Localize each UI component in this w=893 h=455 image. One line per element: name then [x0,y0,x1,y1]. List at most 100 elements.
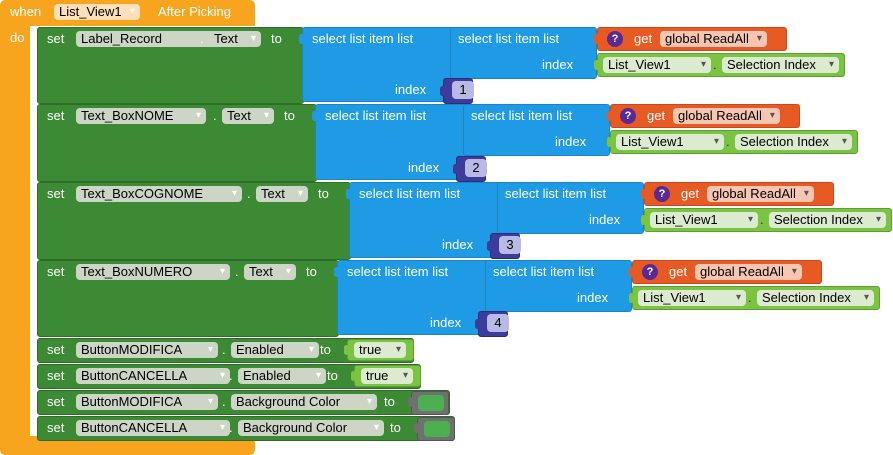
component-dropdown[interactable]: Label_Record [76,31,246,47]
list-view-dropdown[interactable]: List_View1 [638,290,746,306]
component-dropdown[interactable]: Text_BoxNOME [76,108,206,124]
select-list-item-label: select list item list [359,186,461,201]
connector-plug [453,164,458,174]
dot-label: . [229,420,233,435]
event-name-label: After Picking [158,4,231,19]
selection-index-dropdown[interactable]: Selection Index [757,290,874,306]
select-list-item-block-inner[interactable] [463,104,610,156]
component-dropdown[interactable]: Text_BoxNUMERO [76,264,230,280]
connector-plug [299,34,304,44]
property-dropdown[interactable]: Background Color [231,394,377,410]
property-dropdown[interactable]: Text [222,108,274,124]
dot-label: . [200,31,204,46]
connector-plug [641,215,646,225]
connector-plug [440,86,445,96]
select-list-item-block-outer[interactable] [315,104,471,180]
select-list-item-label: select list item list [505,186,607,201]
set-label: set [47,108,65,123]
dot-label: . [748,290,752,305]
connector-plug [475,319,480,329]
to-label: to [318,186,329,201]
connector-plug [607,137,612,147]
list-view-dropdown[interactable]: List_View1 [616,134,724,150]
index-number-field[interactable]: 2 [465,159,487,177]
index-number-field[interactable]: 1 [452,81,474,99]
to-label: to [384,394,395,409]
select-list-item-block-inner[interactable] [485,260,632,312]
index-label: index [555,134,587,149]
set-label: set [47,186,65,201]
property-dropdown[interactable]: Enabled [231,342,319,358]
boolean-dropdown[interactable]: true [354,342,406,358]
do-label: do [10,30,25,45]
property-dropdown[interactable]: Enabled [238,368,326,384]
dot-label: . [760,212,764,227]
list-view-dropdown[interactable]: List_View1 [650,212,758,228]
to-label: to [284,108,295,123]
get-label: get [681,186,700,201]
dot-label: . [247,186,251,201]
index-label: index [395,82,427,97]
selection-index-dropdown[interactable]: Selection Index [769,212,886,228]
connector-plug [344,345,349,355]
selection-index-dropdown[interactable]: Selection Index [722,57,839,73]
color-swatch[interactable] [424,421,450,437]
connector-plug [351,371,356,381]
property-dropdown[interactable]: Text [256,186,308,202]
boolean-dropdown[interactable]: true [361,368,413,384]
event-component-dropdown[interactable]: List_View1 [54,4,140,20]
global-variable-dropdown[interactable]: global ReadAll [707,186,814,202]
set-label: set [47,368,65,383]
connector-plug [641,189,646,199]
select-list-item-label: select list item list [493,264,595,279]
connector-plug [334,267,339,277]
index-label: index [408,160,440,175]
connector-plug [414,423,419,433]
color-swatch[interactable] [418,395,444,411]
set-label: set [47,264,65,279]
component-dropdown[interactable]: ButtonCANCELLA [76,368,230,384]
select-list-item-block-outer[interactable] [302,27,458,102]
set-label: set [47,342,65,357]
select-list-item-label: select list item list [471,108,573,123]
property-dropdown[interactable]: Text [209,31,261,47]
dot-label: . [222,342,226,357]
component-dropdown[interactable]: ButtonCANCELLA [76,420,230,436]
question-icon[interactable]: ? [607,31,623,47]
to-label: to [306,264,317,279]
list-view-dropdown[interactable]: List_View1 [603,57,711,73]
connector-plug [594,34,599,44]
select-list-item-block-inner[interactable] [450,27,597,79]
index-label: index [542,57,574,72]
to-label: to [320,342,331,357]
select-list-item-block-inner[interactable] [497,182,644,234]
to-label: to [271,31,282,46]
connector-plug [594,60,599,70]
index-label: index [589,212,621,227]
global-variable-dropdown[interactable]: global ReadAll [673,108,780,124]
component-dropdown[interactable]: ButtonMODIFICA [76,342,218,358]
select-list-item-block-outer[interactable] [337,260,493,335]
select-list-item-block-outer[interactable] [349,182,505,258]
component-dropdown[interactable]: ButtonMODIFICA [76,394,218,410]
get-label: get [647,108,666,123]
set-label: set [47,394,65,409]
global-variable-dropdown[interactable]: global ReadAll [660,31,767,47]
question-icon[interactable]: ? [654,186,670,202]
index-label: index [577,290,609,305]
connector-plug [408,397,413,407]
to-label: to [327,368,338,383]
question-icon[interactable]: ? [620,108,636,124]
dot-label: . [726,134,730,149]
selection-index-dropdown[interactable]: Selection Index [735,134,852,150]
select-list-item-label: select list item list [347,264,449,279]
question-icon[interactable]: ? [642,264,658,280]
property-dropdown[interactable]: Text [244,264,296,280]
index-label: index [430,315,462,330]
property-dropdown[interactable]: Background Color [238,420,384,436]
dot-label: . [713,57,717,72]
global-variable-dropdown[interactable]: global ReadAll [695,264,802,280]
index-number-field[interactable]: 3 [499,236,521,254]
component-dropdown[interactable]: Text_BoxCOGNOME [76,186,242,202]
index-number-field[interactable]: 4 [487,314,509,332]
